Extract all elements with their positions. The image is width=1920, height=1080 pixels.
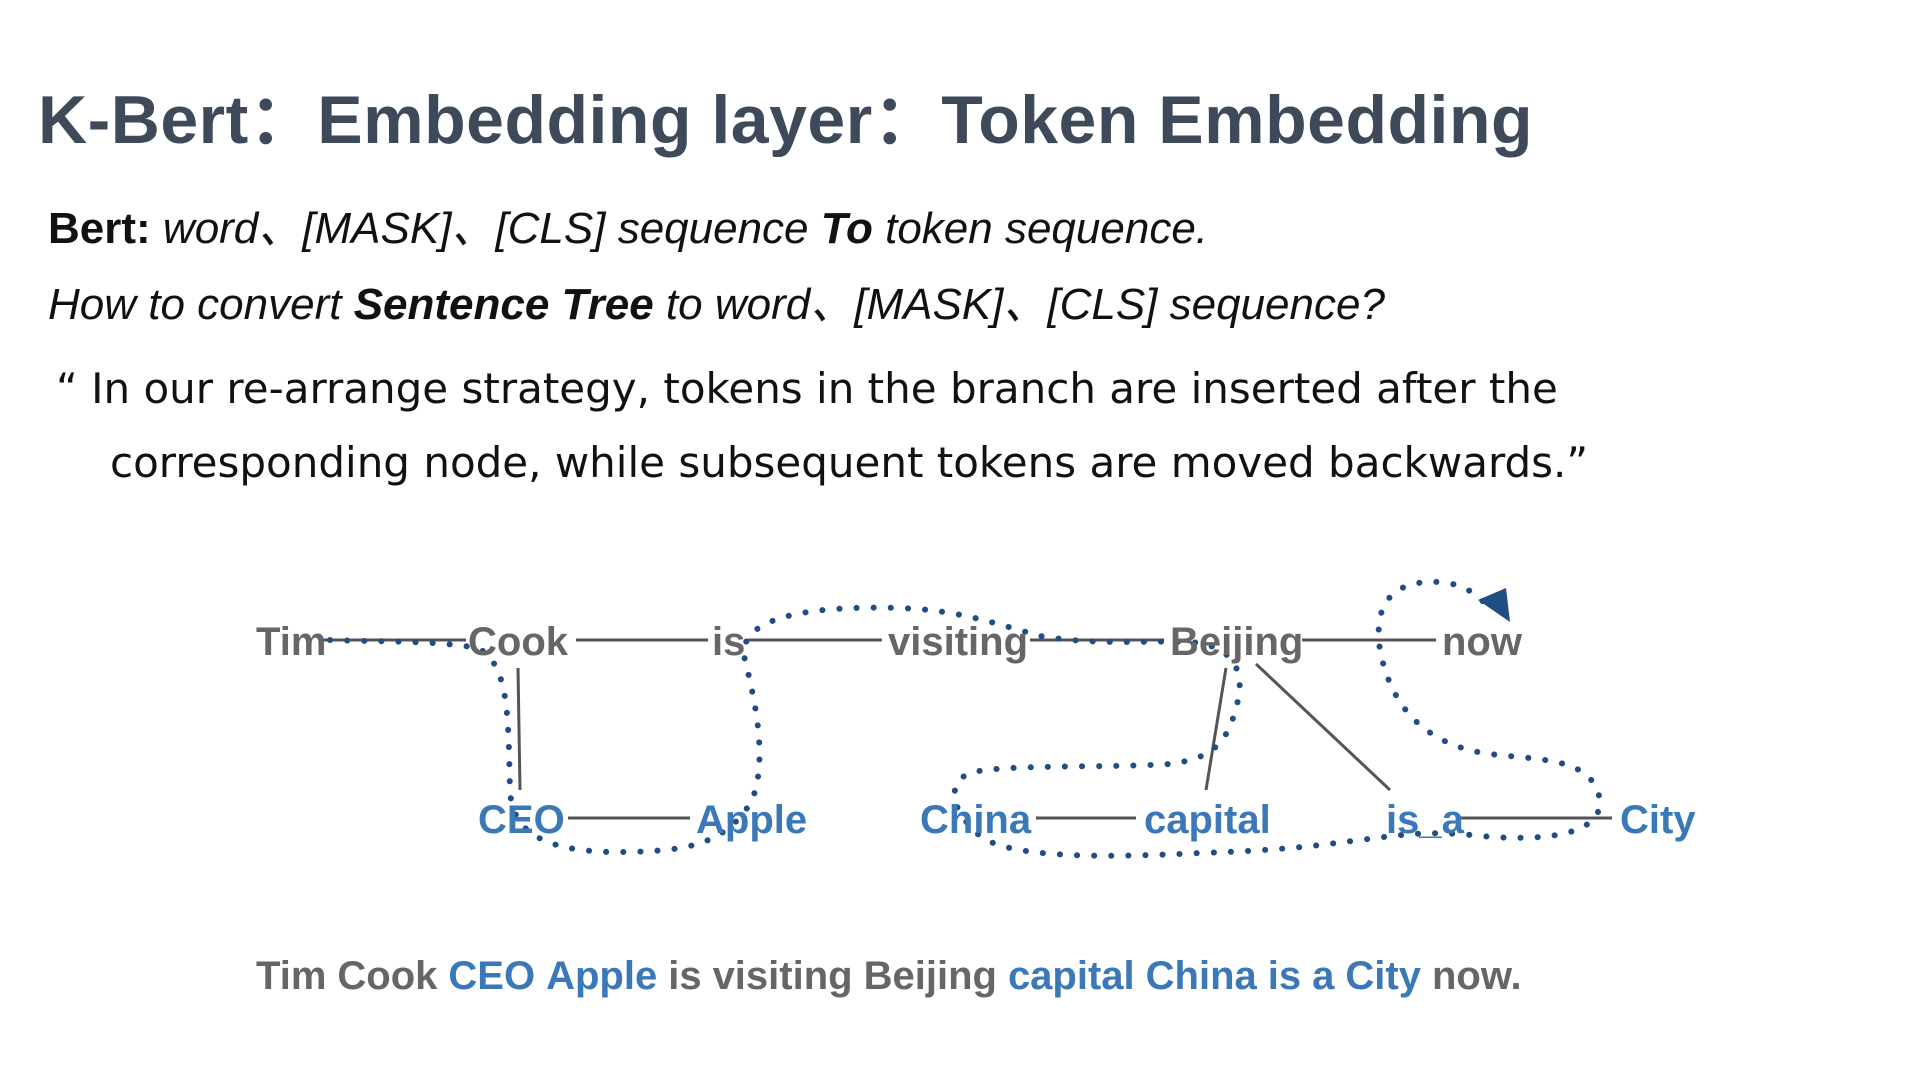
quote-line-a: “ In our re-arrange strategy, tokens in … [56, 364, 1558, 413]
edge-beijing-capital [1204, 667, 1228, 791]
node-china: China [920, 798, 1032, 842]
question-text-b: to word、[MASK]、[CLS] sequence? [653, 280, 1385, 329]
node-capital: capital [1144, 798, 1271, 842]
main-nodes: Tim Cook is visiting Beijing now [256, 620, 1523, 664]
node-now: now [1442, 620, 1523, 664]
quote-line-b: corresponding node, while subsequent tok… [110, 438, 1589, 487]
result-token: City [1345, 954, 1421, 998]
node-beijing: Beijing [1170, 620, 1303, 664]
node-apple: Apple [696, 798, 807, 842]
node-city: City [1620, 798, 1696, 842]
page-title: K-Bert：Embedding layer：Token Embedding [38, 82, 1534, 158]
branch-nodes: CEO Apple China capital is_a City [478, 798, 1696, 842]
edge-beijing-isa [1254, 662, 1392, 792]
result-token: is [668, 954, 702, 998]
node-tim: Tim [256, 620, 326, 664]
node-is-a: is_a [1386, 798, 1465, 842]
question-line: How to convert Sentence Tree to word、[MA… [48, 268, 1385, 332]
node-is: is [712, 620, 745, 664]
tree-edges [322, 638, 1612, 820]
result-token: Cook [337, 954, 438, 998]
result-token: CEO [448, 954, 536, 998]
node-cook: Cook [468, 620, 569, 664]
bert-description-line: Bert: word、[MASK]、[CLS] sequence To toke… [48, 192, 1208, 256]
path-arrowhead-icon [1478, 588, 1510, 622]
result-token: a [1312, 954, 1335, 998]
sentence-tree-keyword: Sentence Tree [353, 280, 654, 329]
result-token: capital [1007, 954, 1135, 998]
paper-quote: “ In our re-arrange strategy, tokens in … [56, 352, 1588, 500]
result-token: Tim [256, 954, 327, 998]
result-token: Apple [546, 954, 658, 998]
result-token: China [1145, 954, 1257, 998]
result-token: Beijing [863, 954, 997, 998]
edge-cook-ceo [516, 667, 522, 791]
to-keyword: To [820, 204, 873, 253]
question-text-a: How to convert [48, 280, 354, 329]
result-token: visiting [712, 954, 853, 998]
result-token: now. [1431, 954, 1522, 998]
result-token: is [1267, 954, 1302, 998]
bert-text-b: token sequence. [872, 204, 1209, 253]
node-visiting: visiting [888, 620, 1028, 664]
node-ceo: CEO [478, 798, 565, 842]
bert-text-a: word、[MASK]、[CLS] sequence [150, 204, 821, 253]
bert-label: Bert: [48, 204, 151, 253]
rearrange-path [327, 578, 1603, 859]
